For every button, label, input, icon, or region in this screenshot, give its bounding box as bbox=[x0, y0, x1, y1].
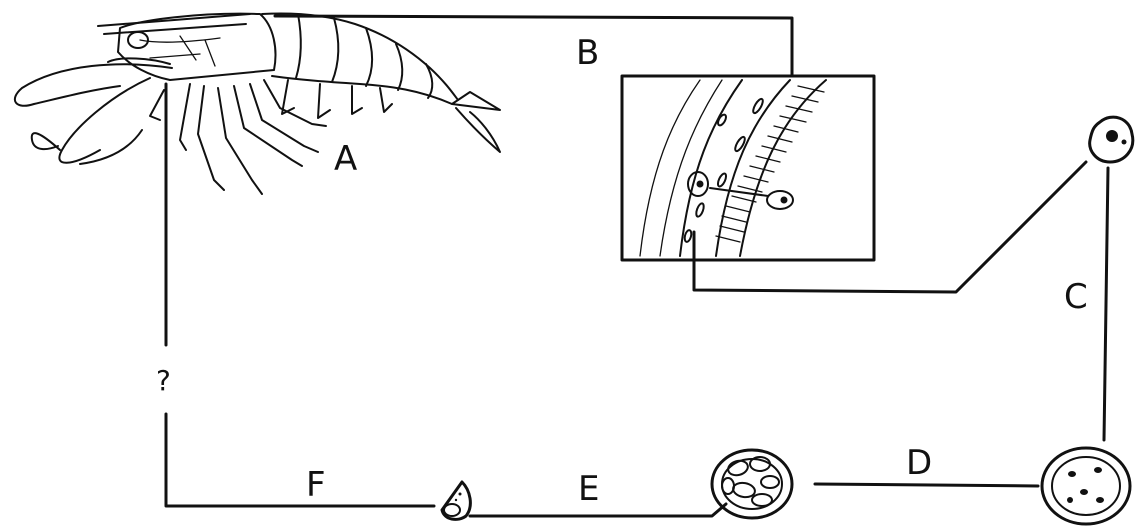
label-f: F bbox=[306, 465, 326, 505]
label-e: E bbox=[578, 469, 599, 509]
label-b: B bbox=[576, 33, 599, 73]
shrimp-host-illustration bbox=[15, 13, 500, 194]
spore-stage bbox=[442, 482, 470, 519]
label-c: C bbox=[1064, 277, 1088, 317]
connector-f bbox=[166, 414, 434, 506]
tissue-frame bbox=[622, 76, 874, 260]
free-living-stage bbox=[1090, 117, 1133, 162]
host-tissue-section bbox=[622, 76, 874, 260]
cycle-connectors bbox=[166, 16, 1108, 516]
connector-d bbox=[815, 484, 1038, 486]
label-unknown-transmission: ? bbox=[156, 364, 171, 397]
connector-a-b bbox=[275, 16, 792, 76]
cyst-stage bbox=[1042, 448, 1130, 524]
sporocyst-stage bbox=[712, 450, 792, 518]
connector-b-c bbox=[694, 162, 1086, 292]
label-a: A bbox=[334, 139, 357, 179]
connector-c bbox=[1104, 168, 1108, 440]
label-d: D bbox=[906, 443, 932, 483]
